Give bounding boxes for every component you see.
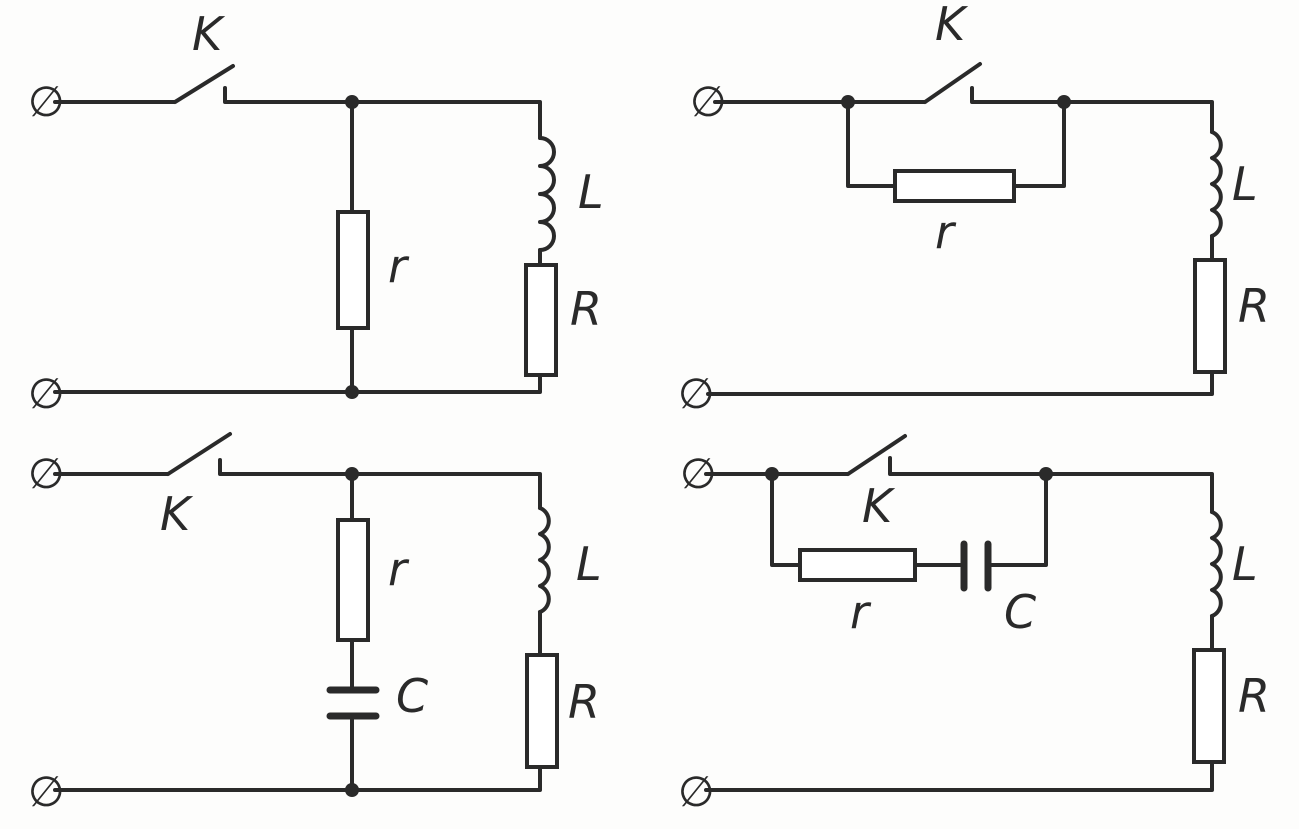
wire bbox=[53, 373, 542, 394]
damping-resistor bbox=[336, 518, 370, 642]
junction-dot bbox=[345, 95, 359, 109]
load-resistor bbox=[1193, 258, 1227, 374]
inductor-label: L bbox=[578, 165, 604, 219]
junction-dot bbox=[841, 95, 855, 109]
wire bbox=[704, 434, 1214, 514]
resistor-label: R bbox=[1238, 279, 1270, 333]
load-resistor bbox=[524, 263, 558, 377]
junction-dot bbox=[345, 385, 359, 399]
junction-dot bbox=[345, 783, 359, 797]
junction-dot bbox=[765, 467, 779, 481]
inductor-coil bbox=[538, 506, 551, 614]
wire bbox=[704, 760, 1214, 792]
load-resistor bbox=[525, 653, 559, 769]
load-resistor bbox=[1192, 648, 1226, 764]
junction-dot bbox=[1039, 467, 1053, 481]
wire bbox=[706, 370, 1214, 396]
wire bbox=[53, 765, 542, 792]
inductor-label: L bbox=[576, 537, 602, 591]
damping-label: r bbox=[388, 542, 410, 596]
resistor-label: R bbox=[1238, 669, 1270, 723]
junction-dot bbox=[1057, 95, 1071, 109]
wire bbox=[53, 64, 542, 140]
circuit-3: ∅ ∅ K r C L R bbox=[28, 432, 602, 816]
resistor-label: R bbox=[568, 675, 600, 729]
switch-label: K bbox=[862, 479, 896, 533]
switch-label: K bbox=[935, 0, 969, 51]
circuit-4: ∅ ∅ K r C L R bbox=[678, 434, 1270, 816]
wire bbox=[713, 62, 1214, 134]
capacitor-label: C bbox=[1004, 585, 1036, 639]
inductor-label: L bbox=[1232, 157, 1258, 211]
wire bbox=[53, 432, 542, 510]
inductor-coil bbox=[1210, 510, 1223, 618]
switch-label: K bbox=[160, 487, 194, 541]
damping-label: r bbox=[388, 239, 410, 293]
switch-label: K bbox=[192, 7, 226, 61]
circuit-2: ∅ ∅ K r L R bbox=[678, 0, 1270, 418]
damping-label: r bbox=[850, 585, 872, 639]
damping-label: r bbox=[935, 205, 957, 259]
resistor-label: R bbox=[570, 282, 602, 336]
inductor-label: L bbox=[1232, 537, 1258, 591]
junction-dot bbox=[345, 467, 359, 481]
inductor-coil bbox=[1210, 130, 1223, 238]
damping-resistor bbox=[798, 548, 917, 582]
damping-resistor bbox=[893, 169, 1016, 203]
inductor-coil bbox=[538, 136, 556, 252]
wire bbox=[846, 100, 1066, 188]
damping-resistor bbox=[336, 210, 370, 330]
capacitor-label: C bbox=[396, 669, 428, 723]
wire bbox=[770, 472, 1048, 567]
circuit-1: ∅ ∅ K r L R bbox=[28, 7, 604, 418]
